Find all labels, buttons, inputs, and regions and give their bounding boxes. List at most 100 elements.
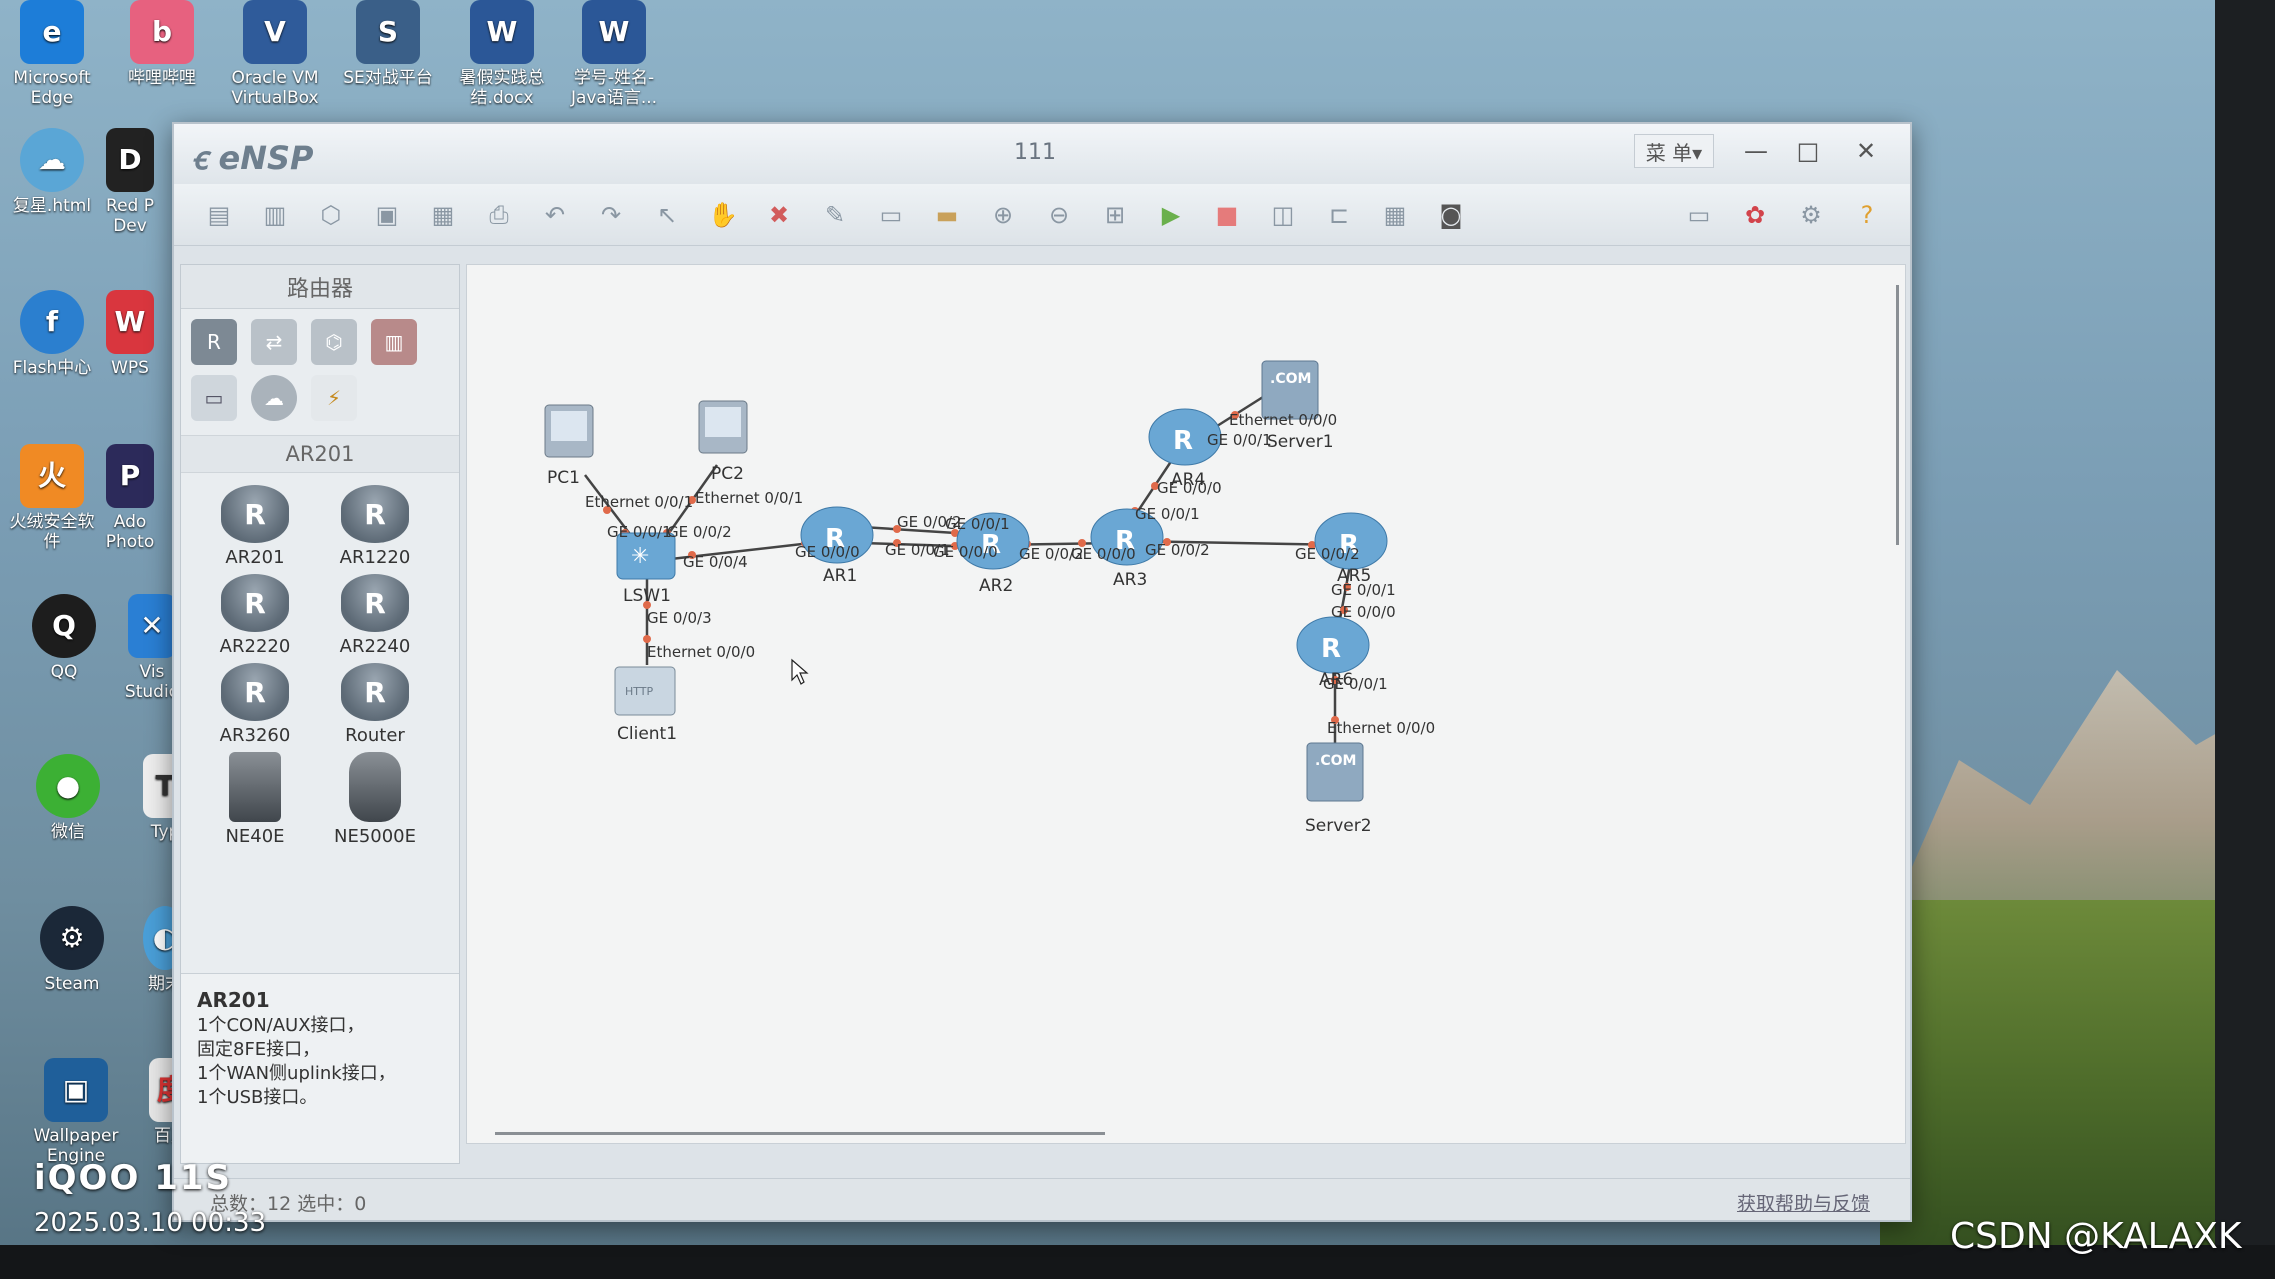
- stop-icon[interactable]: ■: [1215, 201, 1239, 229]
- node-ar4[interactable]: R AR4: [1148, 408, 1222, 490]
- server-glyph: .COM: [1315, 753, 1356, 769]
- node-ar1[interactable]: R AR1: [800, 506, 874, 586]
- pc-screen: [551, 411, 587, 441]
- port-dot: [1308, 541, 1316, 549]
- node-server1[interactable]: .COM Server1: [1261, 360, 1334, 452]
- pan-icon[interactable]: ✋: [708, 201, 738, 229]
- router-category-icon[interactable]: R: [191, 319, 237, 365]
- router-icon: [956, 512, 1030, 570]
- port-dot: [1151, 482, 1159, 490]
- maximize-button[interactable]: □: [1796, 137, 1820, 165]
- desktop-icon-wallpaper[interactable]: ▣ Wallpaper Engine: [26, 1058, 126, 1166]
- qq-icon: Q: [32, 594, 96, 658]
- redo-icon[interactable]: ↷: [600, 201, 622, 229]
- cable-category-icon[interactable]: ⚡: [311, 375, 357, 421]
- screenshot-icon[interactable]: ◙: [1439, 201, 1463, 229]
- description-title: AR201: [197, 988, 270, 1012]
- horizontal-scrollbar[interactable]: [495, 1132, 1105, 1135]
- chat-icon[interactable]: ▭: [1687, 201, 1711, 229]
- print-icon[interactable]: ⎙: [489, 201, 509, 229]
- app-logo: ꞓ eNSP: [192, 136, 314, 179]
- desktop-icon-steam[interactable]: ⚙ Steam: [22, 906, 122, 994]
- node-ar6[interactable]: R AR6: [1296, 616, 1370, 690]
- grid-icon[interactable]: ▦: [1383, 201, 1407, 229]
- desktop-icon-docx1[interactable]: W 暑假实践总结.docx: [452, 0, 552, 108]
- delete-link-icon[interactable]: ✎: [824, 201, 846, 229]
- save-as-icon[interactable]: ▦: [431, 201, 455, 229]
- fit-icon[interactable]: ⊞: [1104, 201, 1126, 229]
- desktop-icon-bilibili[interactable]: b 哔哩哔哩: [112, 0, 212, 88]
- close-button[interactable]: ✕: [1855, 137, 1877, 165]
- undo-icon[interactable]: ↶: [544, 201, 566, 229]
- desktop-icon-virtualbox[interactable]: V Oracle VM VirtualBox: [225, 0, 325, 108]
- settings-icon[interactable]: ⚙: [1800, 201, 1822, 229]
- terminal-category-icon[interactable]: ▭: [191, 375, 237, 421]
- node-label: AR3: [1113, 570, 1147, 590]
- cloud-category-icon[interactable]: ☁: [251, 375, 297, 421]
- new-blank-icon[interactable]: ▥: [263, 201, 287, 229]
- desktop-icon-vs[interactable]: ✕ Vis Studio: [122, 594, 182, 702]
- new-topology-icon[interactable]: ▤: [207, 201, 231, 229]
- menu-button[interactable]: 菜 单▾: [1634, 134, 1714, 168]
- node-pc2[interactable]: PC2: [698, 400, 748, 484]
- node-client1[interactable]: HTTP Client1: [614, 666, 677, 744]
- select-icon[interactable]: ↖: [656, 201, 678, 229]
- help-feedback-link[interactable]: 获取帮助与反馈: [1736, 1193, 1870, 1215]
- port-label: GE 0/0/1: [885, 541, 950, 559]
- desktop-icon-se[interactable]: S SE对战平台: [338, 0, 438, 88]
- node-ar2[interactable]: R AR2: [956, 512, 1030, 596]
- flash-icon: f: [20, 290, 84, 354]
- topology-canvas[interactable]: PC1 PC2 ✳ LSW1 HTTP Client1 R AR1: [466, 264, 1906, 1144]
- start-icon[interactable]: ▶: [1161, 201, 1181, 229]
- desktop-icon-wps[interactable]: W WPS: [100, 290, 160, 378]
- capture-icon[interactable]: ◫: [1271, 201, 1295, 229]
- node-pc1[interactable]: PC1: [544, 404, 594, 488]
- device-item-ne40e[interactable]: NE40E: [195, 752, 315, 847]
- desktop-icon-edge[interactable]: e Microsoft Edge: [2, 0, 102, 108]
- port-label: GE 0/0/2: [897, 513, 962, 531]
- open-icon[interactable]: ⬡: [320, 201, 342, 229]
- desktop-icon-redpanda[interactable]: D Red P Dev: [100, 128, 160, 236]
- port-label: GE 0/0/1: [1135, 505, 1200, 523]
- minimize-button[interactable]: —: [1744, 137, 1768, 165]
- port-label: GE 0/0/1: [607, 523, 672, 541]
- wireless-category-icon[interactable]: ⌬: [311, 319, 357, 365]
- switch-icon: [616, 532, 676, 580]
- text-icon[interactable]: ▭: [879, 201, 903, 229]
- desktop-icon-wechat[interactable]: ● 微信: [18, 754, 118, 842]
- vertical-scrollbar[interactable]: [1896, 285, 1899, 545]
- node-ar3[interactable]: R AR3: [1090, 508, 1164, 590]
- zoom-out-icon[interactable]: ⊖: [1048, 201, 1070, 229]
- desktop-icon-flash[interactable]: f Flash中心: [2, 290, 102, 378]
- html-file-icon: ☁: [20, 128, 84, 192]
- zoom-in-icon[interactable]: ⊕: [992, 201, 1014, 229]
- huawei-icon[interactable]: ✿: [1744, 201, 1766, 229]
- desktop-icon-photoshop[interactable]: P Ado Photo: [100, 444, 160, 552]
- help-icon[interactable]: ?: [1860, 201, 1874, 229]
- port-label: Ethernet 0/0/0: [1327, 719, 1435, 737]
- switch-category-icon[interactable]: ⇄: [251, 319, 297, 365]
- word-doc-icon: W: [470, 0, 534, 64]
- rectangle-icon[interactable]: ▬: [935, 201, 959, 229]
- desktop-icon-html[interactable]: ☁ 复星.html: [2, 128, 102, 216]
- topology-icon[interactable]: ⊏: [1328, 201, 1350, 229]
- desktop-icon-docx2[interactable]: W 学号-姓名-Java语言...: [564, 0, 664, 108]
- save-icon[interactable]: ▣: [375, 201, 399, 229]
- desktop-icon-qq[interactable]: Q QQ: [14, 594, 114, 682]
- desktop-icon-huorong[interactable]: 火 火绒安全软件: [2, 444, 102, 552]
- node-ar5[interactable]: R AR5: [1314, 512, 1388, 586]
- node-label: AR5: [1337, 566, 1371, 586]
- firewall-category-icon[interactable]: ▥: [371, 319, 417, 365]
- node-server2[interactable]: .COM Server2: [1305, 742, 1372, 836]
- delete-icon[interactable]: ✖: [768, 201, 790, 229]
- port-dot: [893, 539, 901, 547]
- device-item-ne5000e[interactable]: NE5000E: [315, 752, 435, 847]
- node-lsw1[interactable]: ✳ LSW1: [616, 532, 676, 606]
